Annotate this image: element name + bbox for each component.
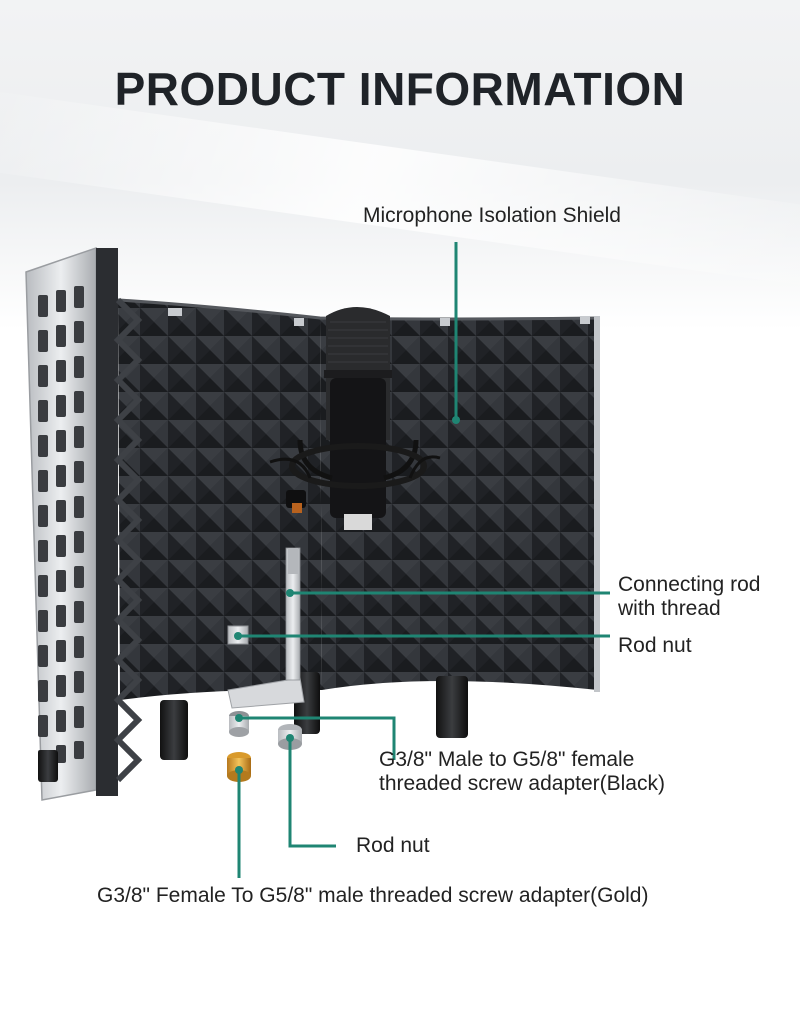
microphone <box>269 307 441 530</box>
callout-connecting-rod: Connecting rod with thread <box>618 573 761 620</box>
callout-gold-adapter: G3/8" Female To G5/8" male threaded scre… <box>97 884 649 907</box>
connecting-rod <box>285 547 301 681</box>
leader-rod-nut-bottom <box>288 738 336 848</box>
leader-black-adapter <box>239 716 396 760</box>
callout-rod-nut-top: Rod nut <box>618 634 692 657</box>
leader-lines <box>237 242 610 878</box>
callout-black-adapter: G3/8" Male to G5/8" female threaded scre… <box>379 748 665 795</box>
left-metal-panel <box>25 246 143 801</box>
page-title: PRODUCT INFORMATION <box>114 63 686 115</box>
leader-dots <box>234 416 460 774</box>
callout-rod-nut-bottom: Rod nut <box>356 834 430 857</box>
callout-shield: Microphone Isolation Shield <box>363 204 621 227</box>
